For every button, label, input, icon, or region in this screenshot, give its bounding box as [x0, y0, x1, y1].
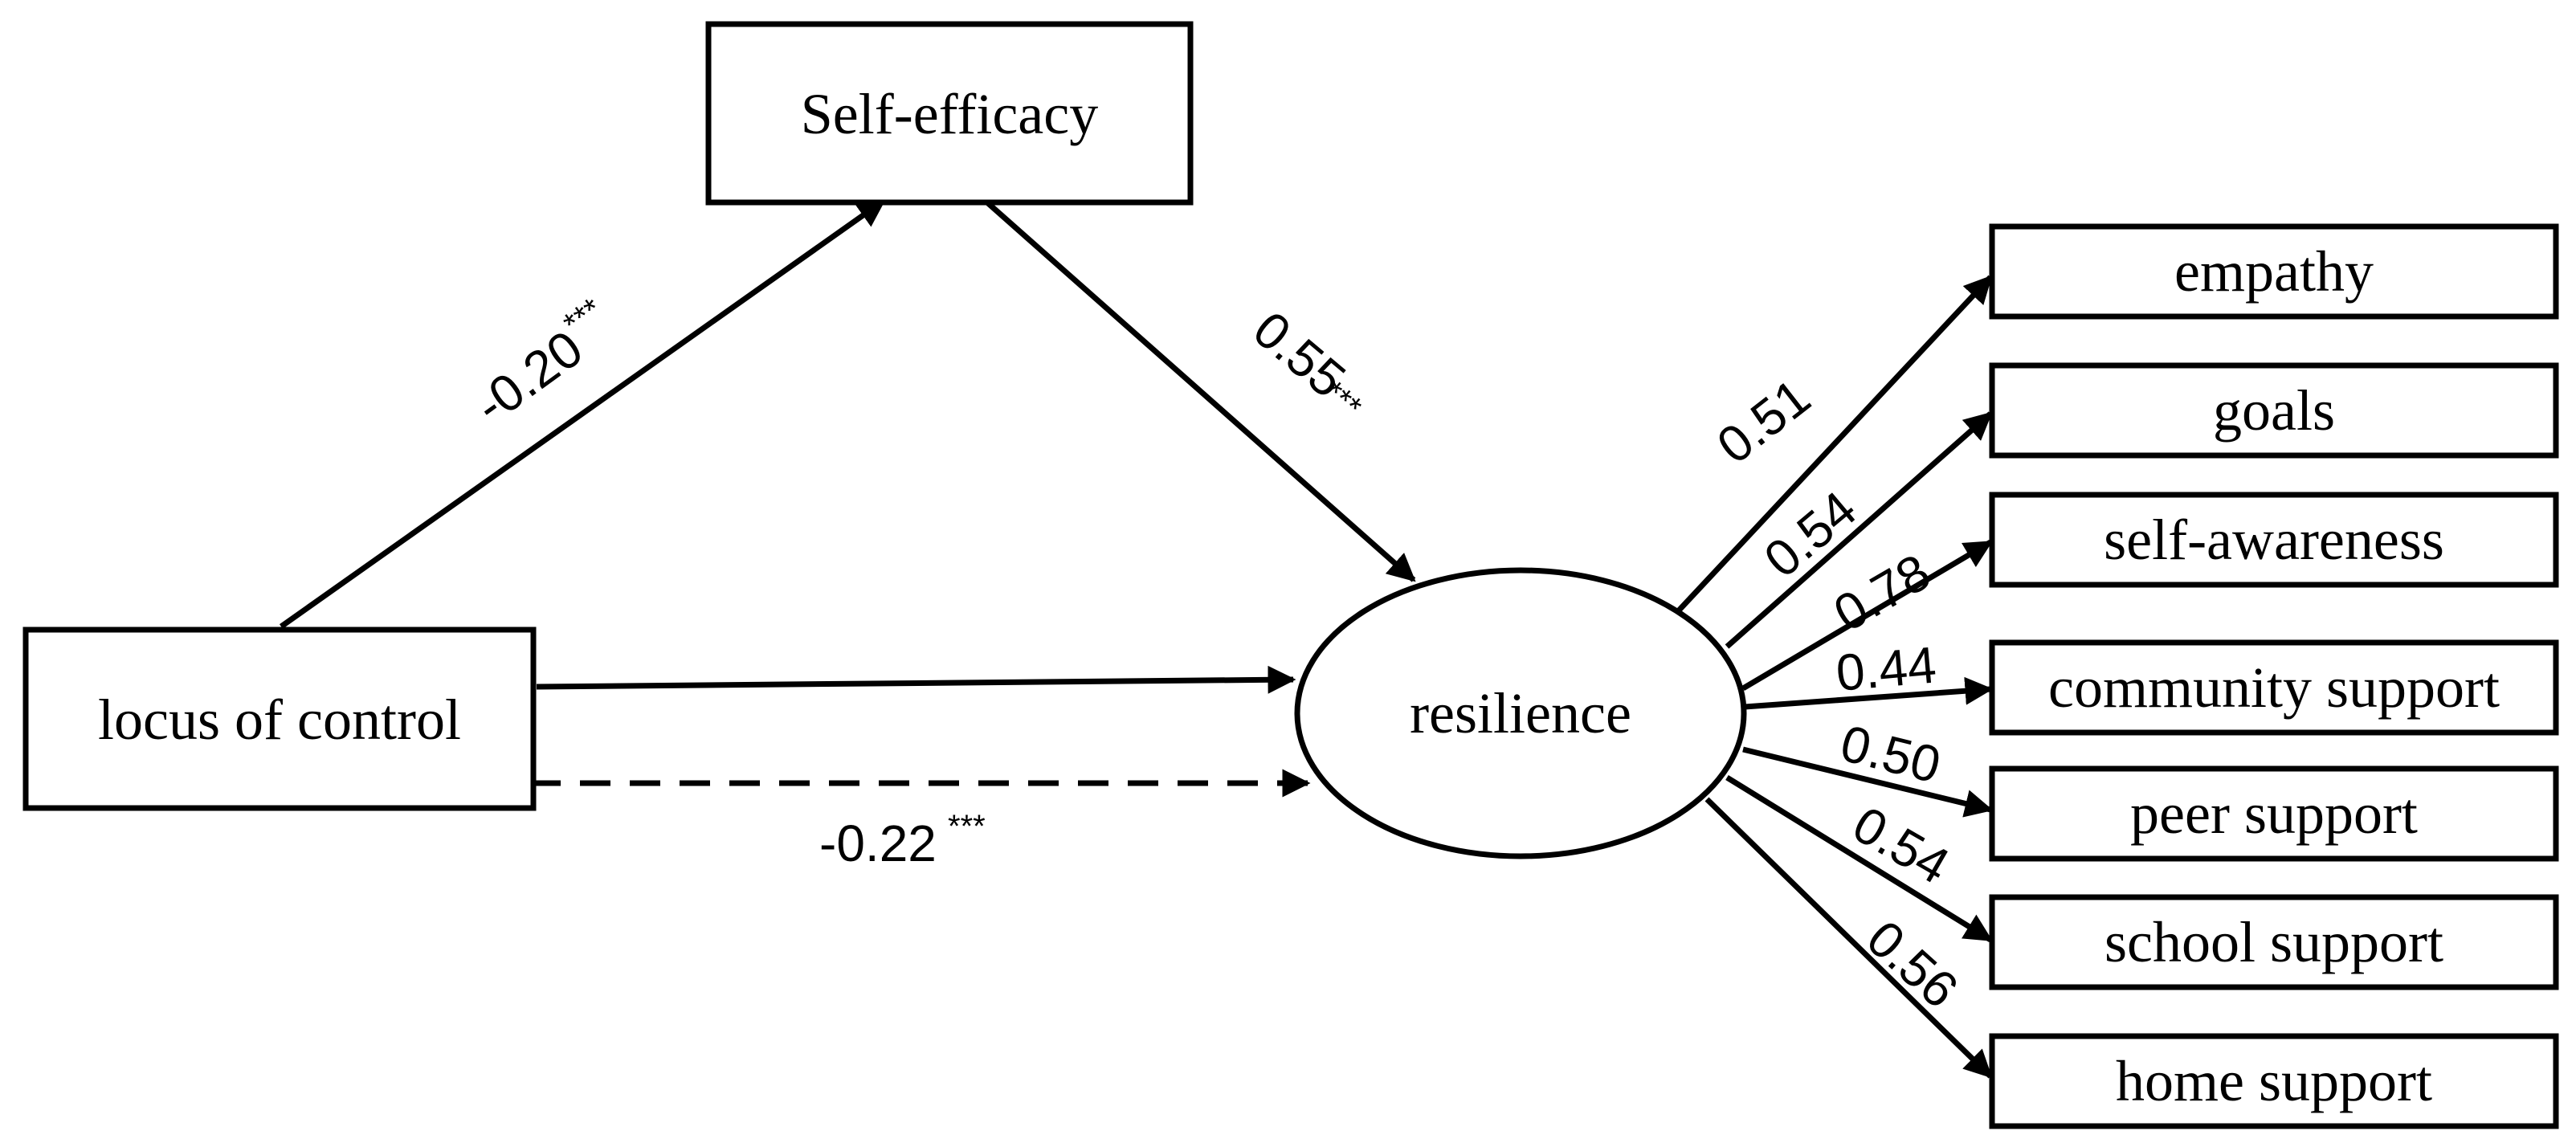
node-resilience-label: resilience: [1410, 681, 1631, 745]
loading-school: 0.54: [1843, 795, 1959, 896]
edge-resilience-to-school: [1725, 775, 1993, 942]
coef-locus-to-resilience-indirect: -0.22 ***: [819, 809, 986, 872]
node-self-awareness: self-awareness: [1989, 492, 2559, 588]
coef-locus-to-resilience-indirect-sig: ***: [948, 809, 986, 844]
node-self-efficacy-label: Self-efficacy: [801, 82, 1098, 146]
node-locus-of-control-label: locus of control: [98, 688, 461, 752]
node-peer-support: peer support: [1989, 765, 2559, 862]
edge-resilience-to-community: [1744, 676, 1994, 710]
node-community-support-label: community support: [2048, 655, 2500, 720]
node-self-efficacy: Self-efficacy: [705, 21, 1194, 206]
coef-locus-to-resilience-indirect-value: -0.22: [819, 814, 937, 872]
edge-locus-to-resilience: [536, 665, 1296, 694]
edge-resilience-to-empathy: [1676, 275, 1993, 613]
loading-community: 0.44: [1834, 635, 1938, 702]
edge-resilience-to-peer: [1742, 746, 1994, 818]
node-self-awareness-label: self-awareness: [2104, 508, 2444, 572]
edge-resilience-to-home: [1704, 797, 1993, 1079]
node-school-support: school support: [1989, 894, 2559, 990]
edge-locus-to-self-efficacy: [279, 198, 886, 629]
coef-self-efficacy-to-resilience: 0.55 ***: [1243, 300, 1368, 426]
node-home-support: home support: [1989, 1033, 2559, 1129]
node-empathy: empathy: [1989, 223, 2559, 320]
edge-resilience-to-self-awareness: [1741, 539, 1994, 692]
node-goals: goals: [1989, 362, 2559, 459]
node-peer-support-label: peer support: [2130, 782, 2418, 846]
node-resilience: resilience: [1294, 567, 1747, 859]
node-goals-label: goals: [2213, 378, 2335, 443]
node-empathy-label: empathy: [2174, 239, 2374, 304]
node-home-support-label: home support: [2116, 1049, 2432, 1113]
coef-locus-to-self-efficacy: -0.20 ***: [464, 292, 608, 435]
edge-resilience-to-goals: [1725, 411, 1993, 649]
loading-empathy: 0.51: [1706, 368, 1820, 475]
edge-self-efficacy-to-resilience: [986, 201, 1416, 582]
node-locus-of-control: locus of control: [22, 627, 537, 811]
loading-home: 0.56: [1856, 909, 1970, 1019]
loading-peer: 0.50: [1835, 714, 1946, 794]
node-school-support-label: school support: [2104, 910, 2443, 974]
node-community-support: community support: [1989, 639, 2559, 736]
